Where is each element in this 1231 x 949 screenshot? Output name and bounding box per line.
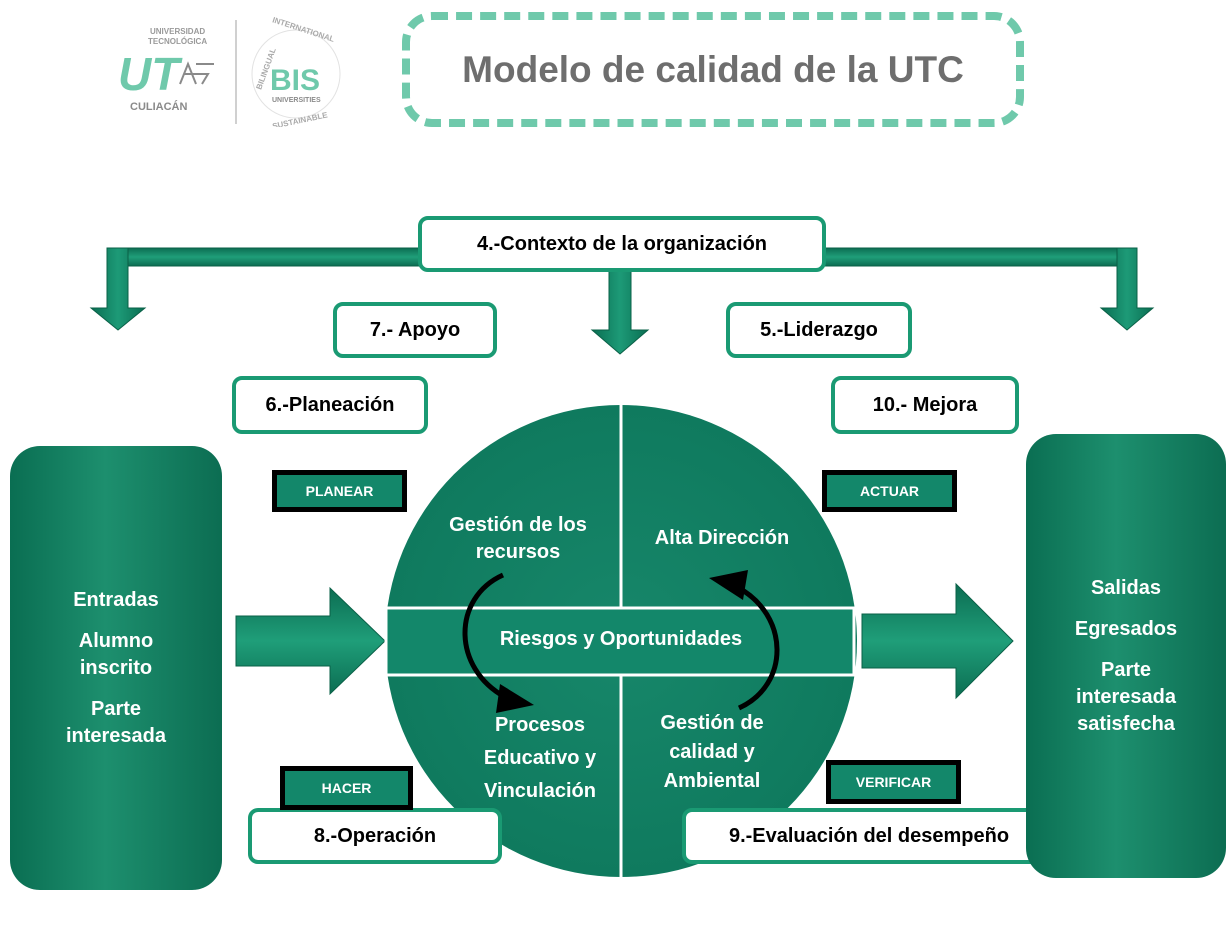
outputs-line3: Parte	[1100, 658, 1152, 681]
bis-mark: BIS	[270, 64, 320, 97]
quadrant-direccion: Alta Dirección	[632, 525, 812, 552]
phase-hacer: HACER	[280, 766, 413, 810]
bis-sub: UNIVERSITIES	[272, 97, 321, 104]
q3-line2: Educativo y	[483, 747, 597, 769]
q3-line3: Vinculación	[484, 780, 596, 802]
ut-logo-line2: TECNOLÓGICA	[148, 37, 207, 46]
bis-ring	[251, 29, 341, 119]
output-arrow	[861, 582, 1014, 700]
ut-logo-city: CULIACÁN	[130, 100, 187, 113]
label-evaluacion: 9.-Evaluación del desempeño	[682, 808, 1056, 864]
inputs-line1: Entradas	[73, 588, 159, 611]
outputs-box: Salidas Egresados Parte interesada satis…	[1026, 434, 1226, 878]
label-planeacion: 6.-Planeación	[232, 376, 428, 434]
quadrant-procesos: Procesos Educativo y Vinculación	[450, 709, 630, 808]
phase-actuar: ACTUAR	[822, 470, 957, 512]
band-label: Riesgos y Oportunidades	[499, 628, 743, 650]
outputs-line2: Egresados	[1074, 617, 1178, 640]
inputs-line3: inscrito	[79, 656, 153, 679]
outputs-line4: interesada	[1075, 685, 1177, 708]
bridge-icon	[179, 61, 214, 85]
label-operacion: 8.-Operación	[248, 808, 502, 864]
q4-line2: calidad y	[669, 741, 755, 763]
q4-line1: Gestión de	[660, 712, 764, 734]
left-down-arrow	[89, 247, 147, 331]
inputs-box: Entradas Alumno inscrito Parte interesad…	[10, 446, 222, 890]
cycle-arrow-left	[462, 572, 507, 700]
inputs-line2: Alumno	[78, 629, 154, 652]
input-arrow	[235, 586, 386, 696]
right-down-arrow	[1099, 247, 1155, 331]
quadrant-recursos: Gestión de los recursos	[428, 512, 608, 566]
outputs-line1: Salidas	[1090, 576, 1162, 599]
label-mejora: 10.- Mejora	[831, 376, 1019, 434]
ut-logo: UNIVERSIDAD TECNOLÓGICA UT CULIACÁN INTE…	[118, 15, 341, 131]
inputs-line5: interesada	[65, 724, 167, 747]
cycle-arrowhead-left	[496, 684, 534, 713]
quadrant-calidad: Gestión de calidad y Ambiental	[622, 709, 802, 796]
q3-line1: Procesos	[494, 714, 586, 736]
label-apoyo: 7.- Apoyo	[333, 302, 497, 358]
title-box: Modelo de calidad de la UTC	[402, 12, 1024, 127]
ut-logo-mark: UT	[118, 48, 183, 100]
cycle-arrow-right	[735, 584, 780, 711]
header-logos: UNIVERSIDAD TECNOLÓGICA UT CULIACÁN INTE…	[110, 12, 370, 131]
q1-line1: Gestión de los	[449, 514, 587, 536]
center-down-arrow	[590, 265, 650, 355]
q4-line3: Ambiental	[663, 770, 761, 792]
q1-line2: recursos	[475, 541, 561, 563]
outputs-line5: satisfecha	[1077, 712, 1175, 735]
phase-verificar: VERIFICAR	[826, 760, 961, 804]
label-liderazgo: 5.-Liderazgo	[726, 302, 912, 358]
ut-logo-line1: UNIVERSIDAD	[150, 27, 205, 36]
page-title: Modelo de calidad de la UTC	[462, 48, 964, 90]
inputs-line4: Parte	[90, 697, 142, 720]
q2-line1: Alta Dirección	[654, 527, 790, 549]
cycle-arrowhead-right	[709, 570, 748, 600]
phase-planear: PLANEAR	[272, 470, 407, 512]
label-contexto: 4.-Contexto de la organización	[418, 216, 826, 272]
